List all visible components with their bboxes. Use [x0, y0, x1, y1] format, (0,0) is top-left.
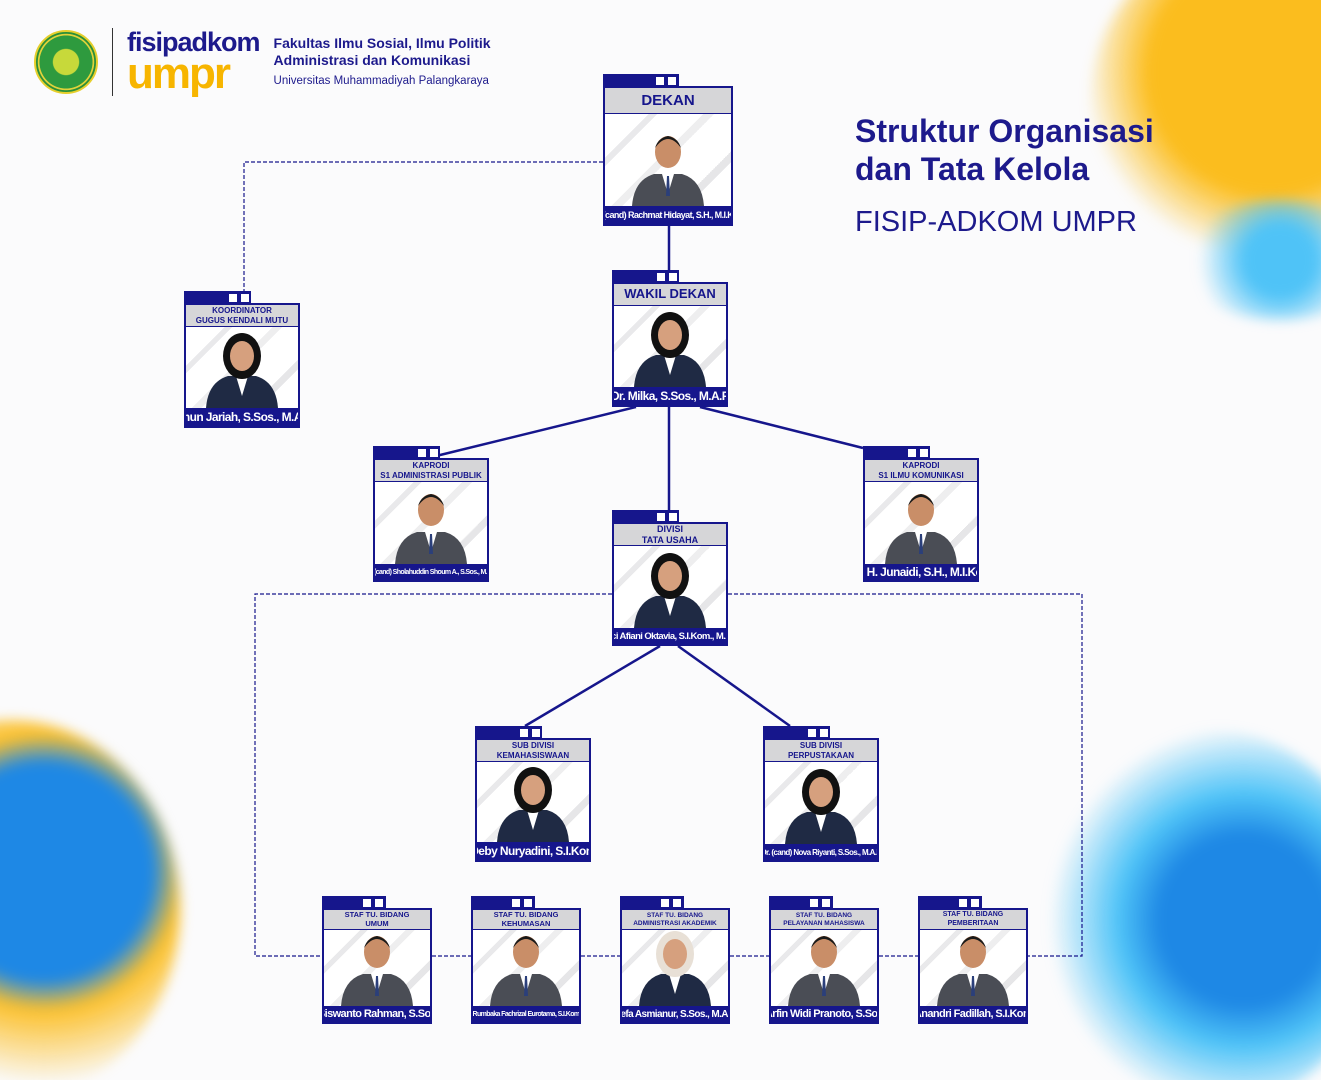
- card-tab: [769, 896, 833, 908]
- card-staf-pelayanan: STAF TU. BIDANG PELAYANAN MAHASISWA Arfi…: [769, 896, 879, 1024]
- dashed-left: [254, 593, 612, 957]
- portrait-photo: [765, 762, 877, 844]
- subtitle: FISIP-ADKOM UMPR: [855, 206, 1137, 238]
- card-staf-akademik: STAF TU. BIDANG ADMINISTRASI AKADEMIK Re…: [620, 896, 730, 1024]
- card-tab: [184, 291, 252, 303]
- card-staf-pemberitaan: STAF TU. BIDANG PEMBERITAAN Anandri Fadi…: [918, 896, 1028, 1024]
- faculty-header: fisipadkom umpr Fakultas Ilmu Sosial, Il…: [34, 28, 491, 96]
- card-tab: [863, 446, 931, 458]
- person-name: Rumbaka Fachrizal Eurotama, S.I.Kom: [473, 1006, 579, 1022]
- card-tab: [612, 270, 680, 282]
- card-koordinator: KOORDINATOR GUGUS KENDALI MUTU Ainun Jar…: [184, 291, 300, 428]
- portrait-photo: [622, 930, 728, 1006]
- line-divisi-perpustakaan: [677, 644, 791, 728]
- role-title: WAKIL DEKAN: [614, 282, 726, 306]
- card-kaprodi-ap: KAPRODI S1 ADMINISTRASI PUBLIK Dr. (cand…: [373, 446, 489, 582]
- card-tab: [918, 896, 982, 908]
- person-name: Dr. Milka, S.Sos., M.A.P: [614, 387, 726, 405]
- portrait-photo: [614, 546, 726, 628]
- card-tab: [603, 74, 679, 86]
- line-wakil-kaprodi-ik: [699, 405, 864, 450]
- role-title: SUB DIVISI KEMAHASISWAAN: [477, 738, 589, 762]
- card-wakil-dekan: WAKIL DEKAN Dr. Milka, S.Sos., M.A.P: [612, 270, 728, 407]
- portrait-photo: [477, 762, 589, 842]
- portrait-photo: [614, 306, 726, 387]
- person-name: Deby Nuryadini, S.I.Kom: [477, 842, 589, 860]
- role-title: STAF TU. BIDANG PEMBERITAAN: [920, 908, 1026, 930]
- title-line1: Struktur Organisasi: [855, 113, 1154, 149]
- university-seal-logo: [34, 30, 98, 94]
- faculty-line1: Fakultas Ilmu Sosial, Ilmu Politik: [273, 34, 491, 51]
- role-title: DEKAN: [605, 86, 731, 114]
- brand-bottom: umpr: [127, 48, 231, 98]
- person-name: Dr. (cand) Sholahuddin Shoum A., S.Sos.,…: [375, 564, 487, 580]
- person-name: Ainun Jariah, S.Sos., M.A.P: [186, 408, 298, 426]
- portrait-photo: [324, 930, 430, 1006]
- portrait-photo: [186, 327, 298, 408]
- role-title: STAF TU. BIDANG UMUM: [324, 908, 430, 930]
- person-name: Siswanto Rahman, S.Sos: [324, 1006, 430, 1022]
- portrait-photo: [605, 114, 731, 206]
- portrait-photo: [920, 930, 1026, 1006]
- person-name: Dr. (cand) Rachmat Hidayat, S.H., M.I.Ko…: [605, 206, 731, 224]
- card-sub-kemahasiswaan: SUB DIVISI KEMAHASISWAAN Deby Nuryadini,…: [475, 726, 591, 862]
- role-title: DIVISI TATA USAHA: [614, 522, 726, 546]
- card-dekan: DEKAN Dr. (cand) Rachmat Hidayat, S.H., …: [603, 74, 733, 226]
- portrait-photo: [865, 482, 977, 564]
- person-name: Dr. (cand) Nova Riyanti, S.Sos., M.A.P: [765, 844, 877, 860]
- role-title: KAPRODI S1 ADMINISTRASI PUBLIK: [375, 458, 487, 482]
- page-title: Struktur Organisasi dan Tata Kelola FISI…: [855, 112, 1154, 239]
- faculty-line2: Administrasi dan Komunikasi: [273, 51, 471, 68]
- card-divisi-tu: DIVISI TATA USAHA Luci Afiani Oktavia, S…: [612, 510, 728, 646]
- portrait-photo: [375, 482, 487, 564]
- university-name: Universitas Muhammadiyah Palangkaraya: [273, 74, 489, 87]
- brand-top: fisipadkom: [127, 26, 261, 57]
- card-tab: [620, 896, 684, 908]
- card-tab: [475, 726, 543, 738]
- person-name: Refa Asmianur, S.Sos., M.A.P: [622, 1006, 728, 1022]
- dashed-right: [728, 593, 1083, 957]
- divider: [112, 28, 113, 96]
- portrait-photo: [771, 930, 877, 1006]
- role-title: SUB DIVISI PERPUSTAKAAN: [765, 738, 877, 762]
- title-line2: dan Tata Kelola: [855, 151, 1090, 187]
- card-tab: [471, 896, 535, 908]
- role-title: STAF TU. BIDANG KEHUMASAN: [473, 908, 579, 930]
- card-tab: [322, 896, 386, 908]
- brand-logo: fisipadkom umpr: [127, 26, 261, 98]
- card-staf-umum: STAF TU. BIDANG UMUM Siswanto Rahman, S.…: [322, 896, 432, 1024]
- person-name: Luci Afiani Oktavia, S.I.Kom., M.A.P: [614, 628, 726, 644]
- role-title: STAF TU. BIDANG ADMINISTRASI AKADEMIK: [622, 908, 728, 930]
- faculty-name: Fakultas Ilmu Sosial, Ilmu Politik Admin…: [274, 35, 491, 90]
- card-sub-perpustakaan: SUB DIVISI PERPUSTAKAAN Dr. (cand) Nova …: [763, 726, 879, 862]
- portrait-photo: [473, 930, 579, 1006]
- role-title: STAF TU. BIDANG PELAYANAN MAHASISWA: [771, 908, 877, 930]
- role-title: KAPRODI S1 ILMU KOMUNIKASI: [865, 458, 977, 482]
- card-staf-kehumasan: STAF TU. BIDANG KEHUMASAN Rumbaka Fachri…: [471, 896, 581, 1024]
- card-tab: [612, 510, 680, 522]
- card-kaprodi-ik: KAPRODI S1 ILMU KOMUNIKASI Dr. H. Junaid…: [863, 446, 979, 582]
- role-title: KOORDINATOR GUGUS KENDALI MUTU: [186, 303, 298, 327]
- person-name: Anandri Fadillah, S.I.Kom: [920, 1006, 1026, 1022]
- dashed-dekan-koordinator: [243, 161, 603, 291]
- card-tab: [373, 446, 441, 458]
- person-name: Dr. H. Junaidi, S.H., M.I.Kom: [865, 564, 977, 580]
- card-tab: [763, 726, 831, 738]
- line-divisi-kemahasiswaan: [524, 644, 661, 728]
- line-wakil-kaprodi-ap: [435, 405, 637, 458]
